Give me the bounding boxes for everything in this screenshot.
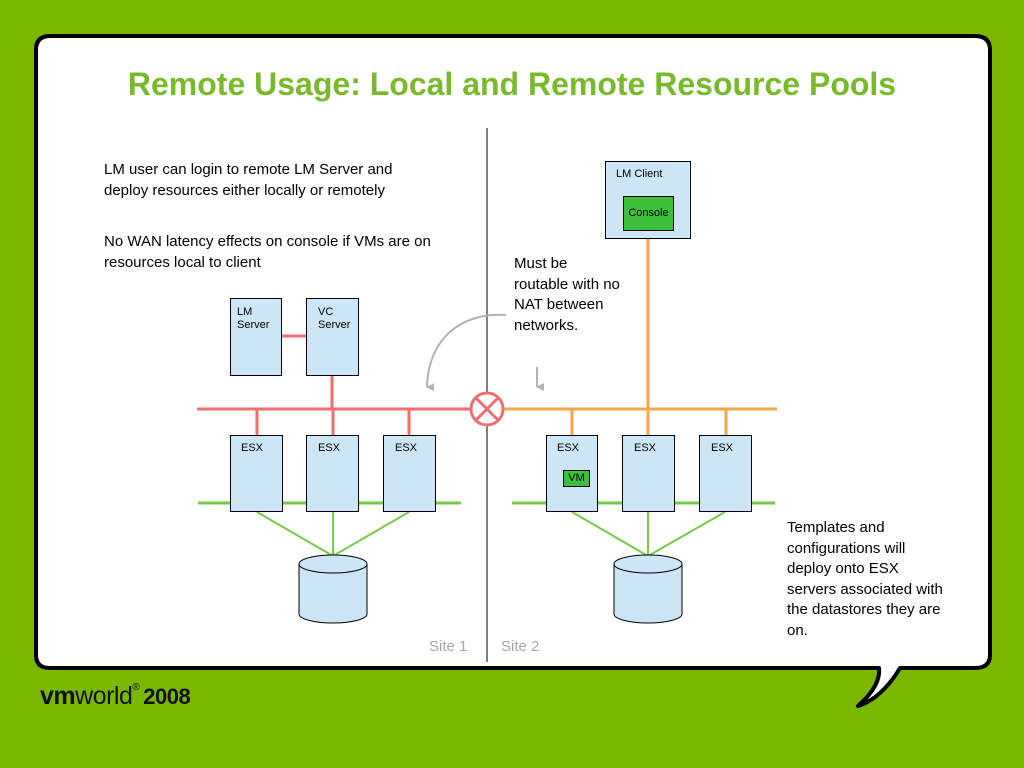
vc-server-label: VC Server	[318, 306, 351, 331]
site2-label: Site 2	[501, 638, 540, 655]
vc-server-box: VC Server	[306, 298, 359, 376]
esx1-datastore-link	[256, 511, 334, 557]
datastore-site1-icon	[298, 554, 368, 624]
esx-label: ESX	[395, 442, 418, 454]
logo-vm: vm	[40, 682, 76, 710]
slide-title: Remote Usage: Local and Remote Resource …	[127, 66, 897, 102]
vmworld-logo: vmworld®2008	[40, 682, 191, 710]
esx-host-site1-1: ESX	[230, 435, 283, 512]
datastore-site2-icon	[613, 554, 683, 624]
esx-label: ESX	[557, 442, 580, 454]
routable-note: Must be routable with no NAT between net…	[514, 255, 620, 334]
esx6-datastore-link	[647, 511, 726, 557]
esx-label: ESX	[711, 442, 734, 454]
esx-host-site2-1: ESX VM	[546, 435, 598, 512]
lm-server-box: LM Server	[230, 298, 282, 376]
esx-host-site2-2: ESX	[622, 435, 675, 512]
console-label: Console	[628, 207, 669, 219]
lm-server-label: LM Server	[237, 306, 270, 331]
site1-label: Site 1	[429, 638, 468, 655]
logo-year: 2008	[143, 684, 191, 709]
router-icon	[469, 391, 505, 427]
vm-label: VM	[568, 472, 585, 484]
logo-world: world	[75, 682, 133, 710]
esx-host-site2-3: ESX	[699, 435, 752, 512]
routable-curved-arrow	[426, 313, 507, 392]
esx-host-site1-3: ESX	[383, 435, 436, 512]
intro-paragraph-1: LM user can login to remote LM Server an…	[104, 161, 393, 199]
esx-label: ESX	[318, 442, 341, 454]
console-box: Console	[623, 196, 674, 231]
esx-label: ESX	[634, 442, 657, 454]
lm-client-box: LM Client Console	[605, 161, 691, 239]
esx4-datastore-link	[571, 511, 649, 557]
intro-paragraph-2: No WAN latency effects on console if VMs…	[104, 233, 431, 271]
templates-note: Templates and configurations will deploy…	[787, 519, 943, 639]
esx3-datastore-link	[332, 511, 410, 557]
esx-label: ESX	[241, 442, 264, 454]
lm-client-label: LM Client	[616, 168, 663, 180]
vm-box: VM	[563, 470, 590, 487]
esx-host-site1-2: ESX	[306, 435, 359, 512]
